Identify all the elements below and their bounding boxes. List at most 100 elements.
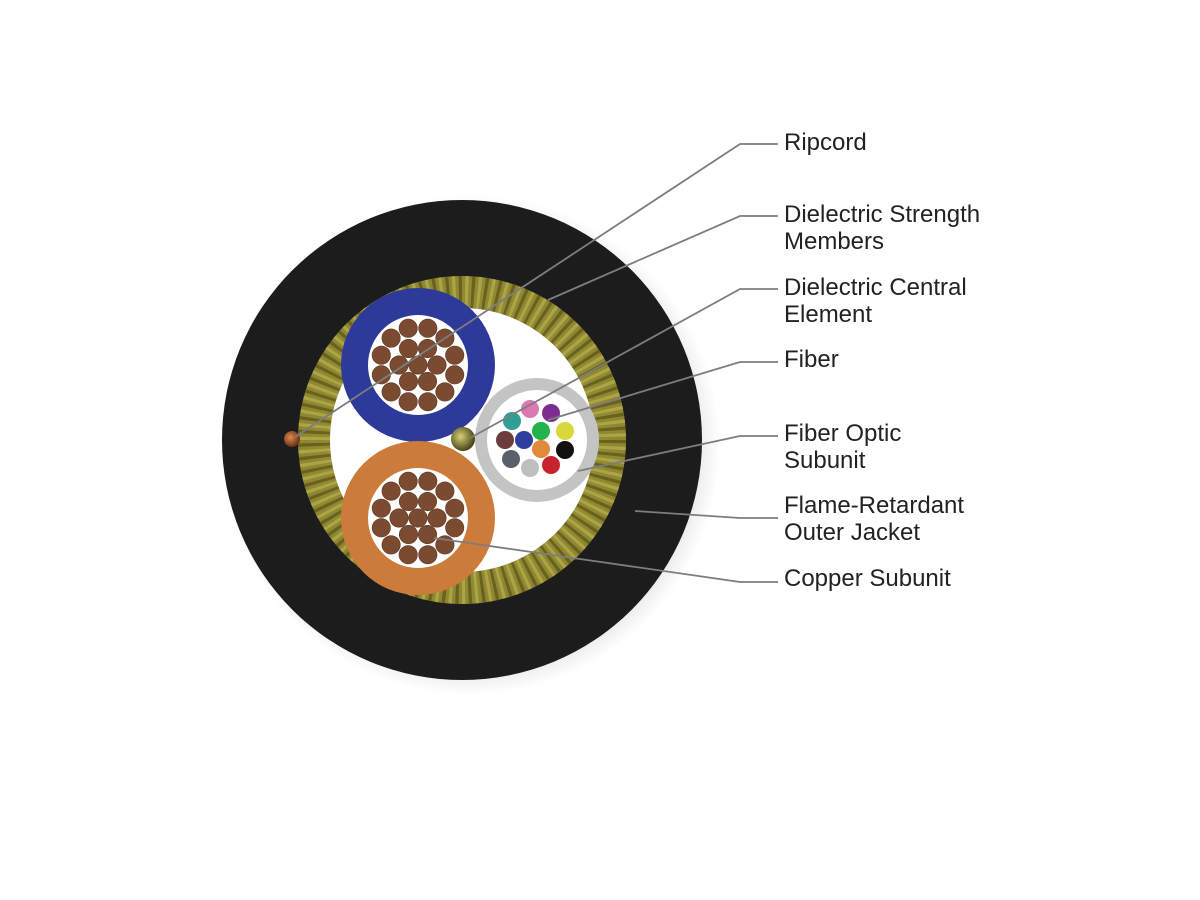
yarn-strand — [589, 472, 621, 485]
copper-strand — [418, 471, 438, 491]
yarn-strand — [579, 498, 609, 516]
yarn-strand — [576, 503, 606, 522]
yarn-strand — [525, 554, 544, 584]
yarn-strand — [520, 557, 538, 587]
yarn-strand — [594, 440, 626, 444]
yarn-strand — [473, 571, 480, 604]
leader-ripcord — [294, 143, 778, 438]
yarn-strand — [552, 534, 577, 560]
copper-strand — [445, 518, 465, 538]
yarn-strand — [561, 332, 589, 356]
yarn-strand — [550, 318, 575, 344]
yarn-strand — [298, 442, 331, 447]
yarn-strand — [300, 409, 333, 418]
label-ripcord: Ripcord — [784, 129, 867, 156]
copper-strand — [418, 392, 438, 412]
yarn-strand — [513, 288, 529, 320]
yarn-strand — [541, 309, 564, 337]
blue-subunit-strands — [371, 318, 465, 412]
dielectric-central-element — [451, 427, 475, 451]
leader-outer-jacket — [634, 510, 778, 519]
copper-strand — [381, 535, 401, 555]
yarn-strand — [464, 276, 469, 309]
yarn-strand — [510, 561, 526, 593]
optical-fiber — [496, 431, 514, 449]
leader-strength-members — [547, 215, 778, 301]
yarn-strand — [318, 358, 348, 377]
copper-strand — [408, 355, 428, 375]
copper-strand — [389, 355, 409, 375]
yarn-strand — [591, 405, 624, 416]
yarn-strand — [589, 399, 622, 410]
yarn-strand — [301, 402, 334, 413]
copper-strand — [417, 371, 437, 391]
yarn-strand — [586, 386, 618, 400]
yarn-strand — [539, 545, 562, 573]
yarn-strand — [585, 483, 617, 498]
yarn-strand — [486, 278, 497, 311]
yarn-strand — [588, 392, 620, 405]
yarn-strand — [593, 445, 626, 451]
yarn-strand — [309, 376, 341, 392]
copper-strand — [398, 371, 418, 391]
label-dielectric-central-element: Dielectric Central Element — [784, 274, 973, 328]
yarn-strand — [570, 513, 599, 534]
leader-fiber-optic-subunit — [577, 435, 778, 472]
ripcord — [284, 431, 300, 447]
yarn-strand — [558, 327, 584, 352]
optical-fiber — [532, 422, 550, 440]
leader-copper-subunit — [433, 537, 778, 583]
copper-subunit-strands — [371, 471, 465, 565]
label-fiber-optic-subunit: Fiber Optic Subunit — [784, 420, 908, 474]
copper-strand — [427, 355, 447, 375]
yarn-strand — [583, 488, 615, 504]
yarn-strand — [505, 563, 520, 595]
yarn-strand — [310, 491, 342, 507]
yarn-strand — [458, 276, 462, 308]
yarn-strand — [528, 298, 547, 328]
optical-fiber — [556, 422, 574, 440]
yarn-strand — [497, 282, 510, 314]
yarn-strand — [304, 475, 336, 488]
copper-strand — [371, 518, 391, 538]
yarn-strand — [481, 277, 490, 310]
copper-strand — [427, 508, 447, 528]
yarn-strand — [298, 436, 330, 440]
yarn-strand — [312, 370, 343, 387]
yarn-strand — [523, 294, 541, 325]
copper-strand — [398, 318, 418, 338]
yarn-strand — [532, 301, 553, 331]
yarn-strand — [587, 478, 619, 491]
copper-strand — [381, 382, 401, 402]
yarn-strand — [580, 367, 611, 384]
yarn-strand — [299, 416, 332, 424]
copper-strand — [381, 481, 401, 501]
yarn-strand — [298, 453, 331, 461]
copper-strand — [398, 338, 418, 358]
yarn-strand — [500, 565, 513, 597]
yarn-strand — [316, 501, 347, 519]
optical-fiber — [542, 456, 560, 474]
yarn-strand — [581, 493, 612, 510]
yarn-strand — [530, 551, 550, 581]
yarn-strand — [574, 355, 604, 374]
copper-strand — [445, 498, 465, 518]
label-fiber: Fiber — [784, 346, 839, 373]
yarn-strand — [535, 548, 556, 577]
copper-strand — [408, 508, 428, 528]
copper-strand — [418, 545, 438, 565]
copper-strand — [371, 498, 391, 518]
yarn-strand — [565, 338, 593, 361]
yarn-strand — [302, 470, 335, 481]
yarn-strand — [537, 305, 559, 334]
copper-strand — [398, 392, 418, 412]
yarn-strand — [592, 412, 625, 421]
optical-fiber — [521, 459, 539, 477]
copper-strand — [398, 524, 418, 544]
label-copper-subunit: Copper Subunit — [784, 565, 951, 592]
copper-strand — [371, 345, 391, 365]
yarn-strand — [518, 291, 535, 322]
yarn-strand — [571, 349, 601, 370]
